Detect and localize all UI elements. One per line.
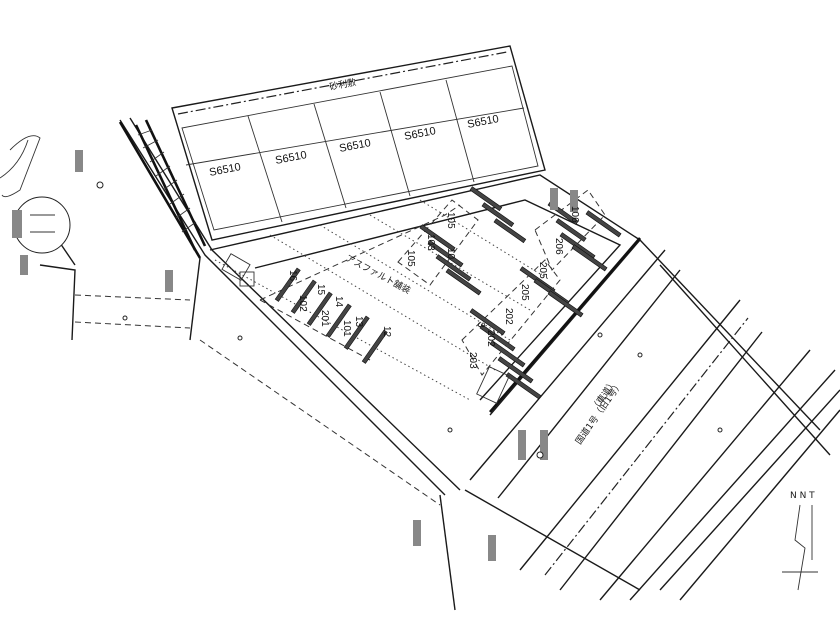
width-label-2: S6510 [274, 149, 308, 167]
width-label-4: S6510 [403, 125, 437, 143]
stall-number: 14 [333, 296, 344, 308]
annotation-tags [12, 150, 578, 561]
north-arrow-label: N N T [790, 491, 815, 501]
stall-number: 105 [445, 212, 456, 229]
stall-number: 202 [503, 308, 514, 325]
width-label-1: S6510 [208, 161, 242, 179]
road-lanes [439, 239, 840, 611]
stall-numbers-left: 16 15 14 13 12 [287, 270, 392, 338]
stall-number: 12 [381, 326, 392, 338]
north-arrow: N N T [782, 491, 818, 591]
stall-numbers-top: 105 103 105 [405, 212, 456, 267]
bay-code: 201 [319, 310, 330, 327]
stall-numbers-mid: 3 10 [445, 248, 486, 328]
road-boundaries [0, 117, 461, 506]
stall-number: 106 [569, 206, 580, 223]
stall-number: 205 [519, 284, 530, 301]
survey-markers [96, 181, 723, 459]
width-label-3: S6510 [338, 137, 372, 155]
main-building [171, 45, 546, 241]
width-label-5: S6510 [466, 113, 500, 131]
parking-stalls [274, 186, 622, 400]
stall-number: 3 [475, 322, 486, 328]
stall-number: 205 [537, 262, 548, 279]
stall-number: 10 [445, 248, 456, 260]
stall-number: 203 [467, 352, 478, 369]
retaining-wall [134, 119, 207, 251]
stall-number: 16 [287, 270, 298, 282]
stall-number: 15 [315, 284, 326, 296]
road-label-route: 国道1号（旧1号） [573, 379, 626, 447]
stall-number: 202 [485, 330, 496, 347]
small-structures [13, 196, 510, 404]
bay-codes-left: 102 201 101 [297, 295, 352, 337]
stall-number: 105 [405, 250, 416, 267]
stall-number: 206 [553, 238, 564, 255]
parking-area [209, 174, 642, 416]
stall-number: 103 [425, 234, 436, 251]
stall-number: 13 [353, 316, 364, 328]
bay-code: 101 [341, 320, 352, 337]
bay-code: 102 [297, 295, 308, 312]
stall-numbers-right: 106 206 205 205 202 202 203 [467, 206, 580, 369]
asphalt-label: アスファルト舗装 [344, 252, 413, 296]
